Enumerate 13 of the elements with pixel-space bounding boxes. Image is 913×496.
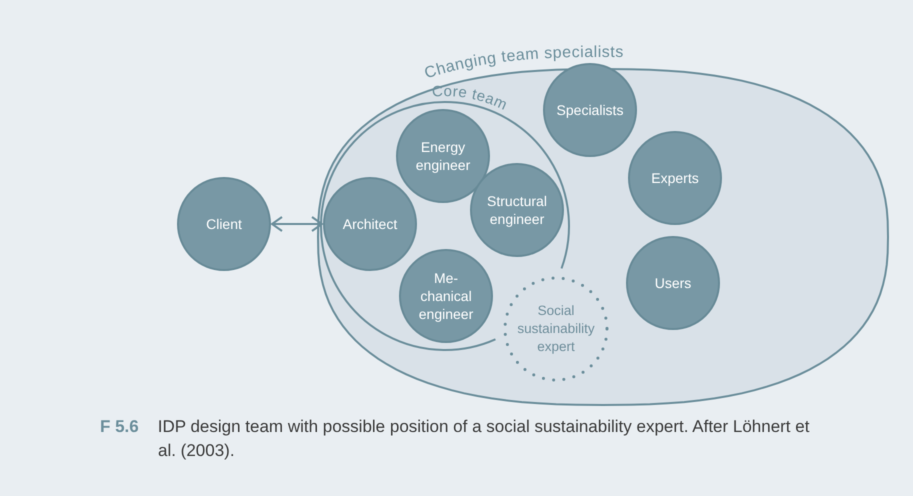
member-label: Social sustainability expert — [516, 302, 596, 356]
double-arrow — [271, 216, 323, 232]
member-label: Users — [654, 274, 692, 292]
member-label: Specialists — [556, 100, 624, 120]
dotted-circle — [503, 276, 609, 382]
member-label: Experts — [651, 168, 699, 188]
member-label: Architect — [342, 214, 398, 234]
group-heading: Changing team specialists — [422, 44, 624, 82]
figure-caption: F 5.6 IDP design team with possible position of a social sustainability expert. After Löhnert et al. (2003). — [100, 416, 810, 462]
member-label: Energy engineer — [414, 138, 472, 174]
member-label: Structural engineer — [486, 192, 548, 228]
member-label: Client — [206, 214, 242, 234]
member-label: Me- chanical engineer — [418, 268, 474, 324]
